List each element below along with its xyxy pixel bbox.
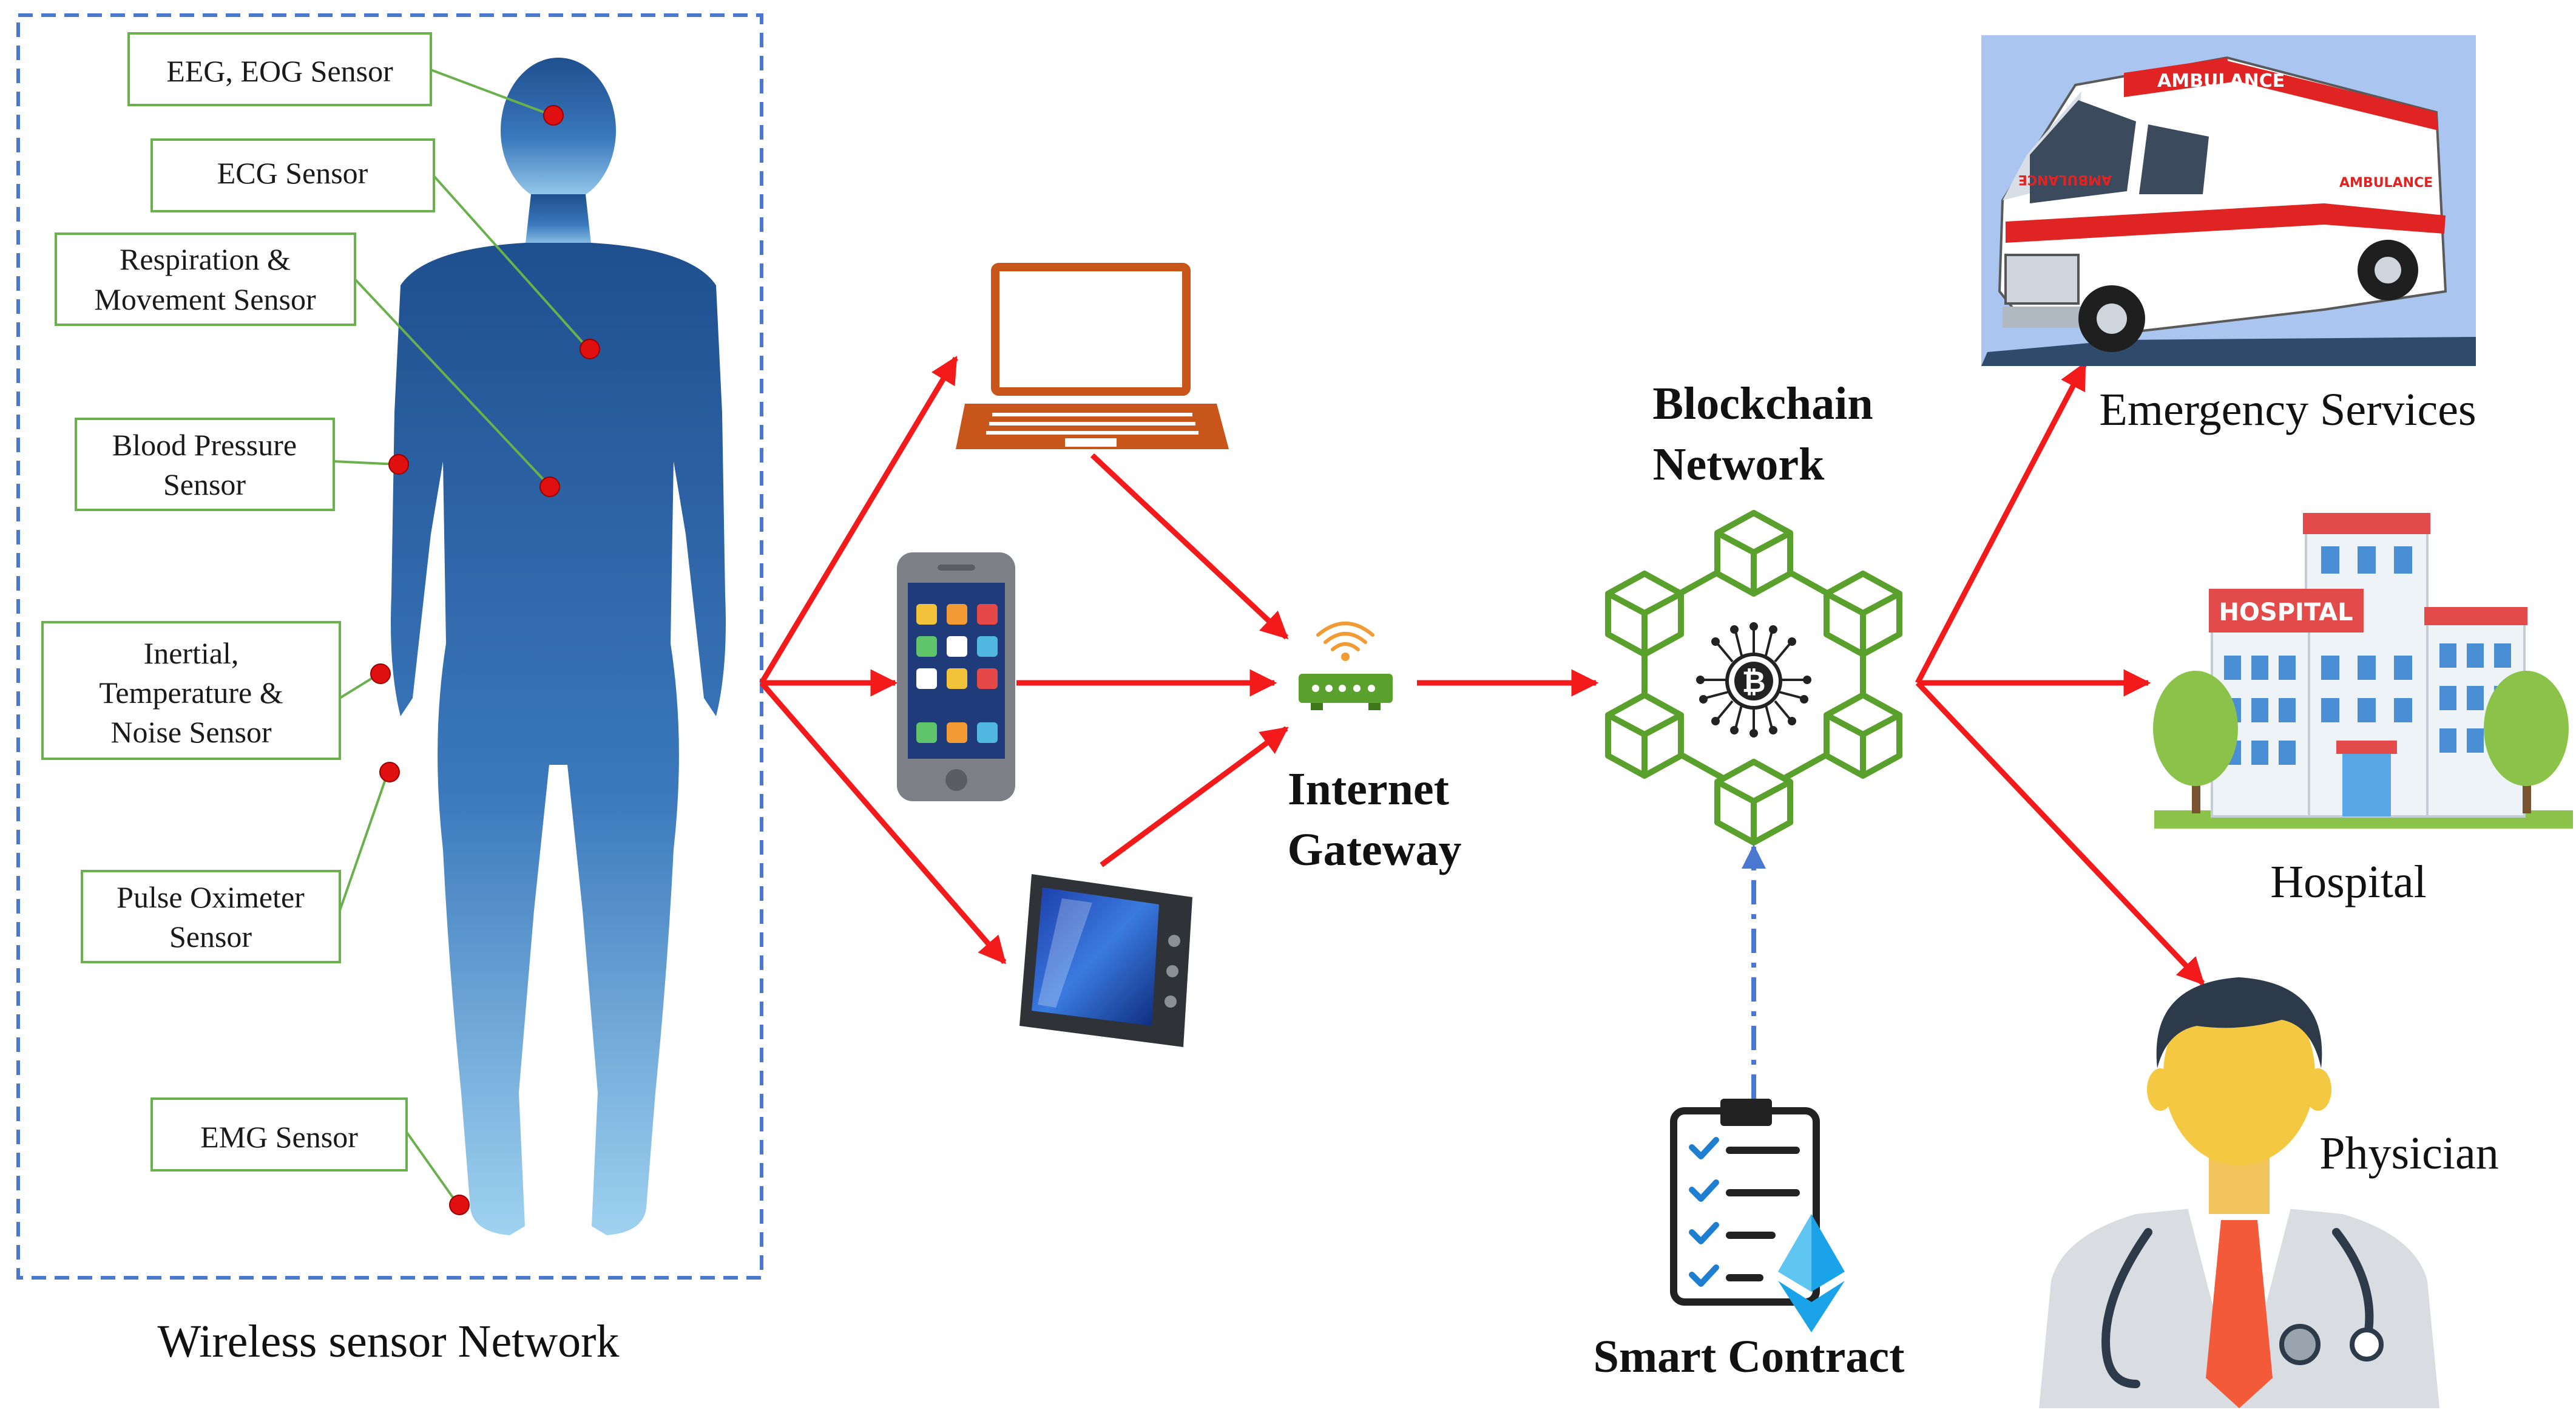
arrow-laptop-to-gateway [1090, 453, 1289, 640]
blockchain-network-icon: ₿ [1605, 510, 1902, 846]
sensor-inertial-label-line2: Temperature & [99, 676, 283, 710]
router-icon [1299, 622, 1393, 710]
human-body-silhouette [391, 58, 726, 1235]
sensor-blood-pressure-label-line1: Blood Pressure [112, 428, 297, 462]
tablet-icon [1019, 874, 1192, 1047]
bitcoin-chip-icon: ₿ [1696, 622, 1811, 738]
blockchain-label-line1: Blockchain [1652, 378, 1873, 429]
sensor-inertial-label-line3: Noise Sensor [110, 715, 272, 749]
sensor-emg-label: EMG Sensor [200, 1120, 358, 1154]
hospital-label: Hospital [2270, 856, 2427, 907]
sensor-pulse-oximeter-label-line1: Pulse Oximeter [117, 880, 305, 914]
ethereum-icon [1778, 1214, 1845, 1332]
blockchain-label-line2: Network [1653, 439, 1825, 490]
sensor-network-caption: Wireless sensor Network [158, 1316, 620, 1367]
physician-label: Physician [2319, 1128, 2499, 1179]
smart-contract-clipboard-icon [1670, 1099, 1845, 1332]
arrow-tablet-to-gateway [1100, 726, 1289, 867]
sensor-ecg-label: ECG Sensor [217, 156, 368, 190]
arrow-to-physician [1915, 680, 2205, 986]
emergency-services-label: Emergency Services [2099, 384, 2476, 435]
sensor-network-dashed-border [16, 13, 763, 1280]
smartphone-icon [897, 552, 1015, 801]
sensor-pulse-oximeter-label-line2: Sensor [169, 920, 252, 954]
gateway-label-line1: Internet [1288, 764, 1449, 815]
red-arrows [759, 356, 2205, 986]
physician-icon [2039, 977, 2439, 1408]
sensor-respiration-label-line1: Respiration & [120, 242, 291, 276]
sensor-labels: EEG, EOG Sensor ECG Sensor Respiration &… [94, 54, 393, 1154]
arrow-to-tablet [759, 681, 1007, 965]
sensor-leader-lines [333, 69, 590, 1206]
blockchain-cube-icons [1605, 510, 1902, 846]
ambulance-side-text: AMBULANCE [2339, 175, 2433, 191]
sensor-inertial-label-line1: Inertial, [144, 636, 239, 670]
hospital-sign-text: HOSPITAL [2219, 599, 2353, 626]
ambulance-icon: AMBULANCE AMBULANCE AMBULANCE [1981, 35, 2476, 366]
svg-text:₿: ₿ [1742, 665, 1765, 699]
ambulance-roof-text: AMBULANCE [2157, 70, 2285, 92]
arrow-to-laptop [759, 356, 958, 685]
sensor-dots [370, 105, 600, 1215]
hospital-building-icon: HOSPITAL [2153, 513, 2573, 829]
sensor-boxes [41, 32, 435, 1172]
laptop-icon [956, 263, 1229, 449]
arrow-to-emergency [1915, 362, 2087, 685]
ambulance-hood-text: AMBULANCE [2018, 172, 2112, 187]
sensor-respiration-label-line2: Movement Sensor [94, 282, 316, 316]
wireless-sensor-network: EEG, EOG Sensor ECG Sensor Respiration &… [16, 13, 763, 1367]
gateway-label-line2: Gateway [1287, 824, 1461, 875]
sensor-blood-pressure-label-line2: Sensor [163, 467, 246, 501]
sensor-eeg-eog-label: EEG, EOG Sensor [166, 54, 393, 88]
smart-contract-label: Smart Contract [1594, 1331, 1905, 1382]
